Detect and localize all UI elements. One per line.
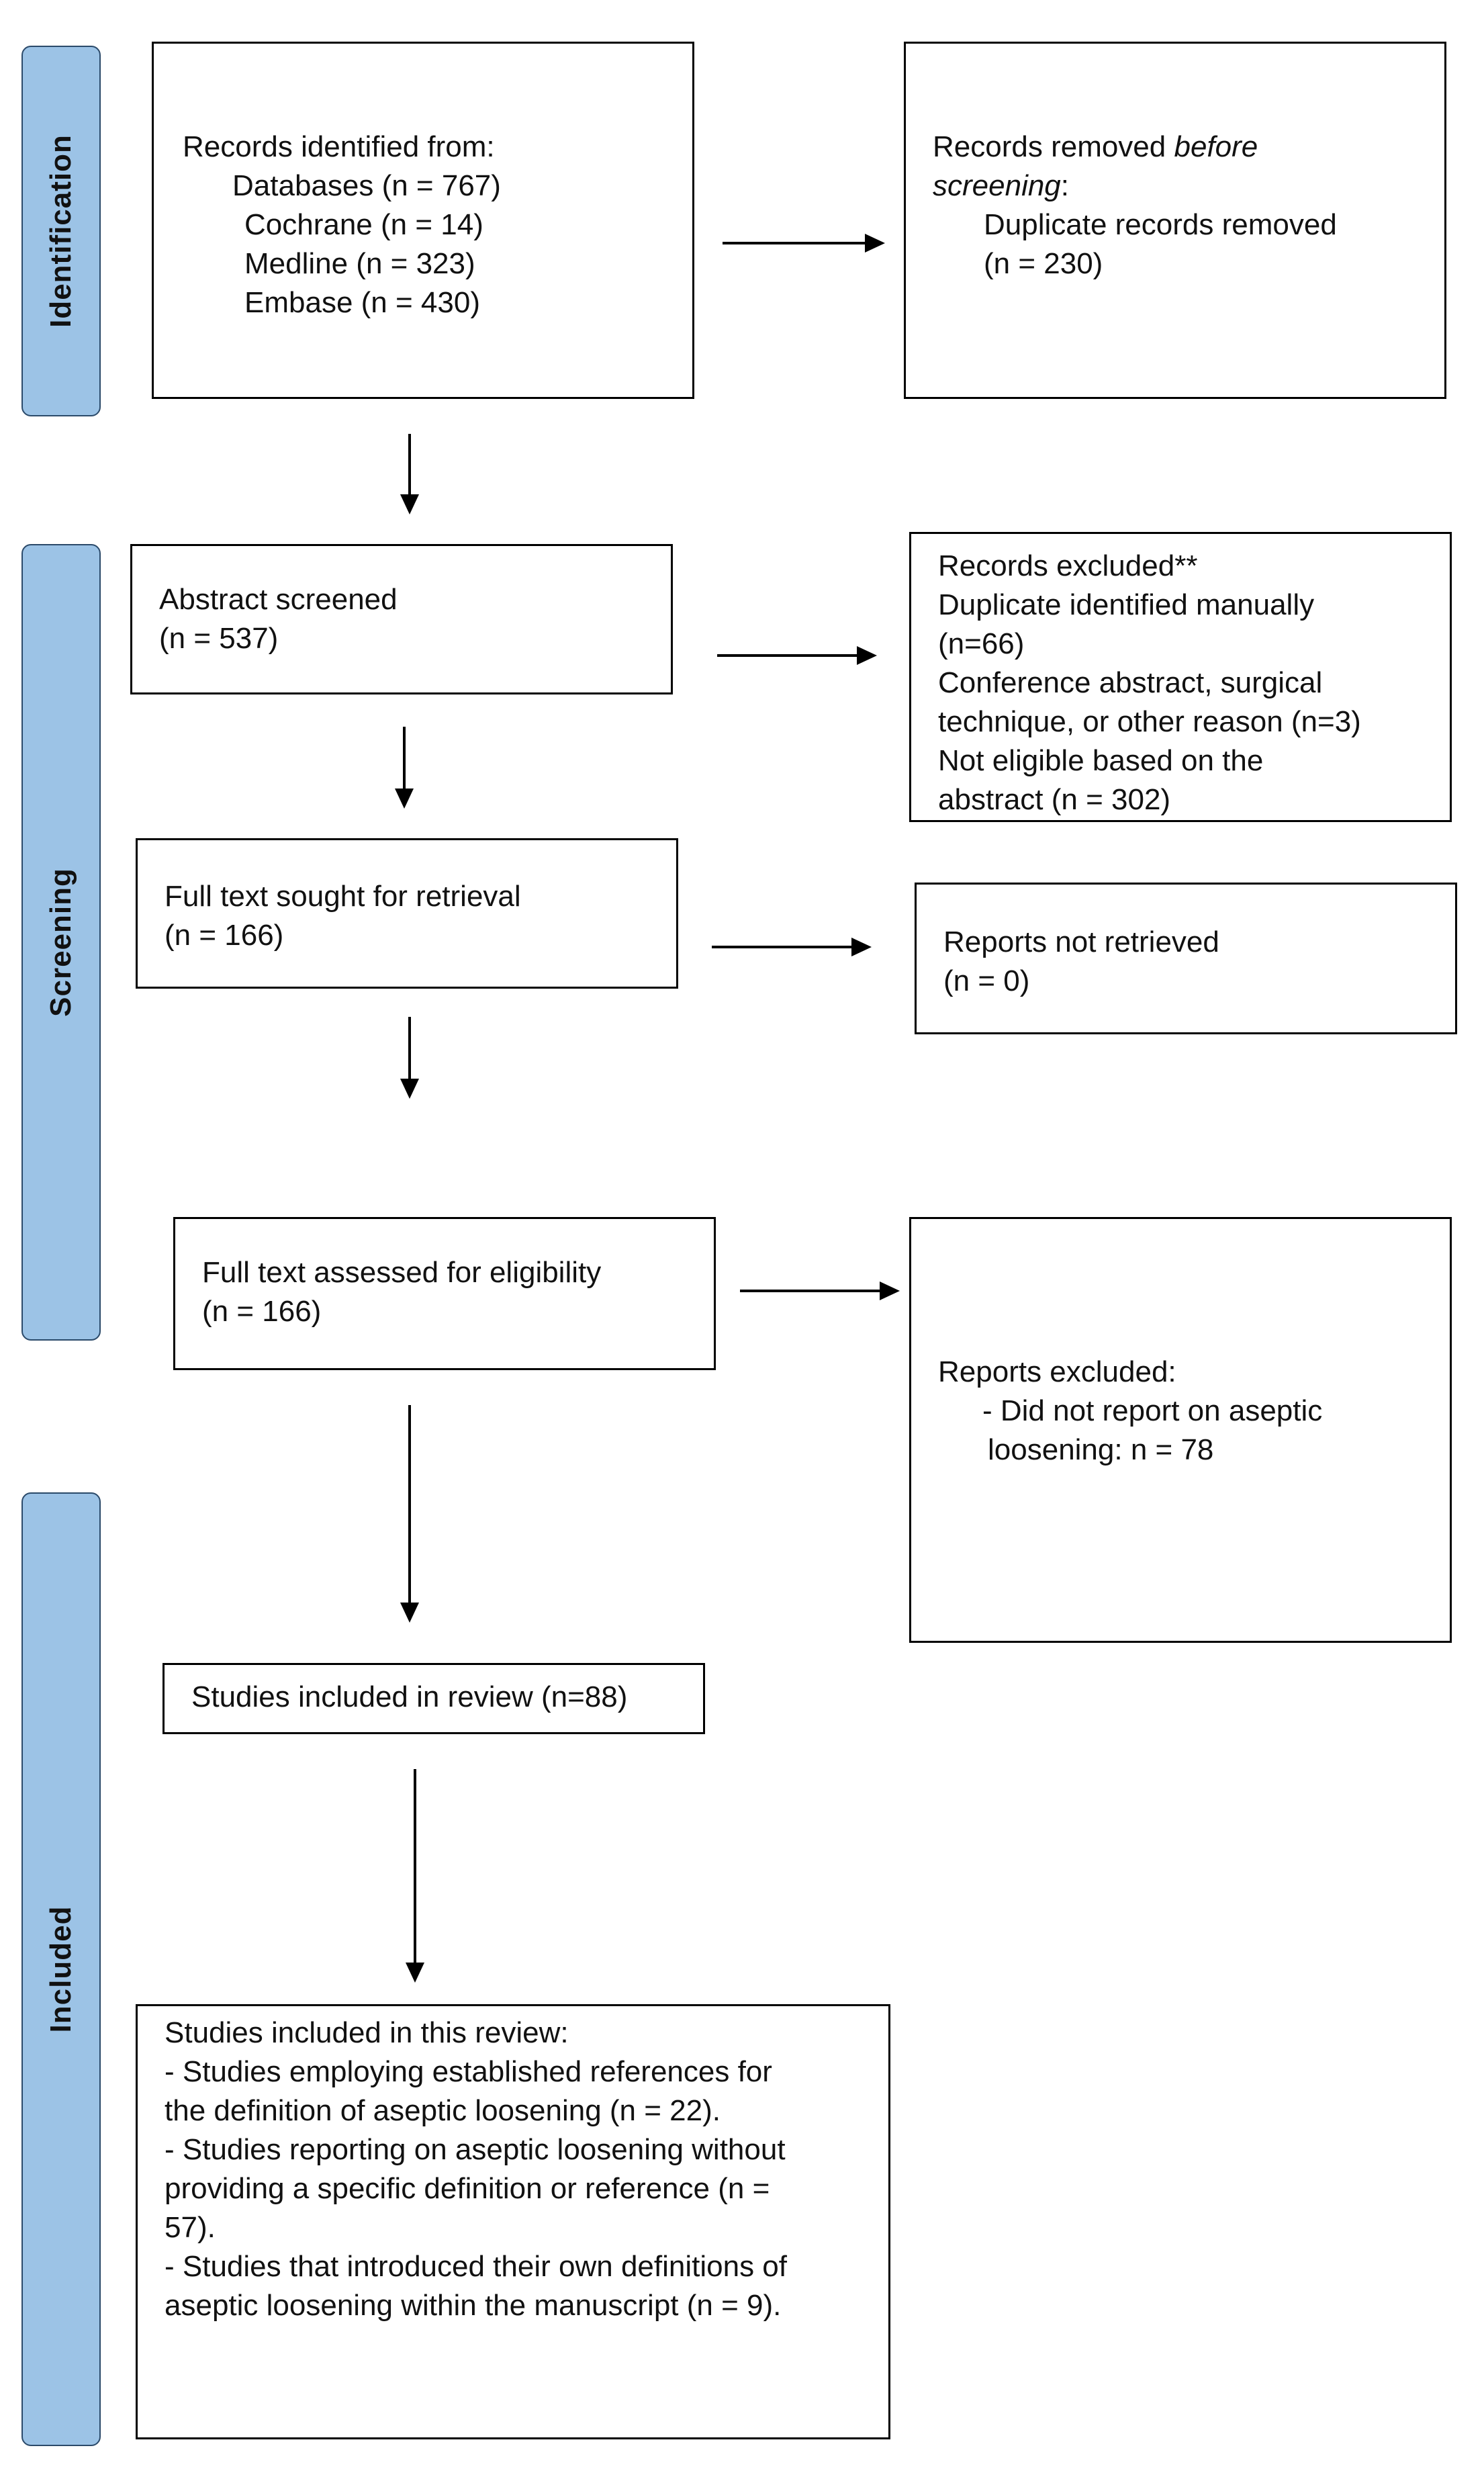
duplicate-records-count: (n = 230) <box>984 247 1103 280</box>
full-text-sought-box: Full text sought for retrieval (n = 166) <box>136 838 678 989</box>
arrowhead-studies-included <box>400 1603 419 1623</box>
reports-not-retrieved-count: (n = 0) <box>943 964 1030 997</box>
records-identified-box: Records identified from: Databases (n = … <box>152 42 694 399</box>
medline-count: Medline (n = 323) <box>244 247 475 280</box>
reports-excluded-reason-line1: - Did not report on aseptic <box>982 1394 1323 1427</box>
abstract-screened-count: (n = 537) <box>159 622 279 655</box>
records-removed-box: Records removed before screening: Duplic… <box>904 42 1446 399</box>
final-heading: Studies included in this review: <box>165 2016 569 2049</box>
final-own-definition-line2: aseptic loosening within the manuscript … <box>165 2289 782 2322</box>
records-excluded-heading: Records excluded** <box>938 549 1198 582</box>
conference-abstract-line1: Conference abstract, surgical <box>938 666 1323 699</box>
duplicate-identified-manually: Duplicate identified manually <box>938 588 1315 621</box>
not-eligible-line1: Not eligible based on the <box>938 744 1264 777</box>
embase-count: Embase (n = 430) <box>244 286 480 319</box>
arrowhead-final-studies <box>406 1963 424 1983</box>
final-no-definition-line1: - Studies reporting on aseptic loosening… <box>165 2133 786 2166</box>
arrowhead-full-text-sought <box>395 789 414 809</box>
phase-included: Included <box>21 1492 101 2446</box>
records-removed-line2: screening: <box>933 169 1070 202</box>
phase-screening: Screening <box>21 544 101 1341</box>
records-excluded-box: Records excluded** Duplicate identified … <box>909 532 1452 822</box>
abstract-screened-box: Abstract screened (n = 537) <box>130 544 673 694</box>
databases-count: Databases (n = 767) <box>232 169 501 202</box>
abstract-screened-label: Abstract screened <box>159 583 398 616</box>
duplicate-identified-count: (n=66) <box>938 627 1025 660</box>
reports-excluded-heading: Reports excluded: <box>938 1355 1176 1388</box>
arrowhead-reports-excluded <box>880 1281 900 1300</box>
final-studies-box: Studies included in this review: - Studi… <box>136 2004 890 2439</box>
reports-excluded-box: Reports excluded: - Did not report on as… <box>909 1217 1452 1643</box>
arrowhead-abstract-screened <box>400 494 419 514</box>
final-established-line2: the definition of aseptic loosening (n =… <box>165 2094 721 2127</box>
arrowhead-records-excluded <box>857 646 877 665</box>
final-no-definition-line3: 57). <box>165 2211 216 2244</box>
final-established-line1: - Studies employing established referenc… <box>165 2055 772 2088</box>
reports-excluded-reason-line2: loosening: n = 78 <box>988 1433 1214 1466</box>
not-eligible-line2: abstract (n = 302) <box>938 783 1171 816</box>
arrowhead-not-retrieved <box>851 938 872 956</box>
final-no-definition-line2: providing a specific definition or refer… <box>165 2172 770 2205</box>
records-removed-line1: Records removed before <box>933 130 1258 163</box>
final-own-definition-line1: - Studies that introduced their own defi… <box>165 2250 787 2283</box>
studies-included-box: Studies included in review (n=88) <box>163 1663 705 1734</box>
full-text-assessed-label: Full text assessed for eligibility <box>202 1256 602 1289</box>
conference-abstract-line2: technique, or other reason (n=3) <box>938 705 1361 738</box>
full-text-assessed-count: (n = 166) <box>202 1295 322 1328</box>
reports-not-retrieved-label: Reports not retrieved <box>943 926 1219 958</box>
cochrane-count: Cochrane (n = 14) <box>244 208 483 241</box>
arrowhead-records-removed <box>865 234 885 253</box>
duplicate-records-removed: Duplicate records removed <box>984 208 1337 241</box>
full-text-sought-count: (n = 166) <box>165 919 284 952</box>
full-text-sought-label: Full text sought for retrieval <box>165 880 521 913</box>
full-text-assessed-box: Full text assessed for eligibility (n = … <box>173 1217 716 1370</box>
phase-identification: Identification <box>21 46 101 416</box>
records-identified-heading: Records identified from: <box>183 130 495 163</box>
studies-included-label: Studies included in review (n=88) <box>191 1680 628 1713</box>
reports-not-retrieved-box: Reports not retrieved (n = 0) <box>915 883 1457 1034</box>
arrowhead-full-text-assessed <box>400 1079 419 1099</box>
